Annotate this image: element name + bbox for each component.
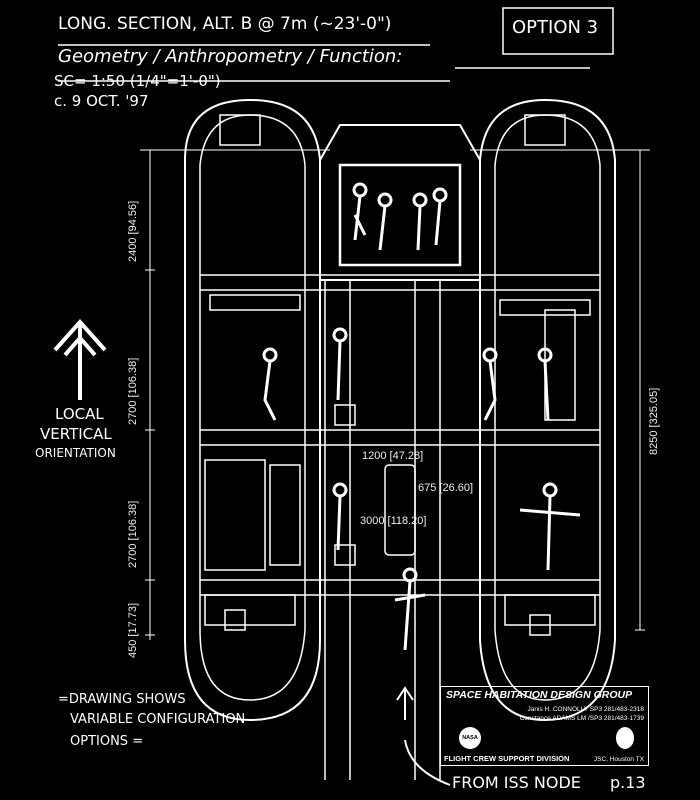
dim-left-4: 450 [17.73] [127,602,139,658]
entry-arrow-icon [396,686,451,786]
person-1: Janis H. CONNOLLY SP3 281/483-2318 [527,706,644,713]
central-tunnel [324,280,441,780]
note-line1: =DRAWING SHOWS [58,692,186,707]
scale-note: SC= 1:50 (1/4"=1'-0") [54,72,221,90]
storage-marks [224,404,551,636]
left-pod-outline [184,98,321,722]
up-arrow-icon [53,318,107,400]
right-pod-outline [479,98,616,722]
cabinets [204,114,596,626]
division-name: FLIGHT CREW SUPPORT DIVISION [444,754,570,763]
note-line3: OPTIONS = [70,734,144,749]
dim-right: 8250 [325.05] [648,387,660,455]
title-block: SPACE HABITATION DESIGN GROUP Janis H. C… [440,686,649,766]
dim-left-3: 2700 [106.38] [127,500,139,568]
human-figures [262,182,581,651]
option-box [502,7,614,55]
central-chamber [338,163,462,267]
central-module [319,124,481,281]
left-pod-inner [199,114,306,701]
jsc-logo-icon [616,727,634,749]
note-line2: VARIABLE CONFIGURATION [70,712,246,727]
dim-left-1: 2400 [94.56] [127,200,139,262]
dim-left-2: 2700 [106.38] [127,357,139,425]
orientation-line3: ORIENTATION [35,446,116,460]
nasa-logo: NASA [459,727,481,749]
option-label: OPTION 3 [512,17,599,38]
drawing-title: LONG. SECTION, ALT. B @ 7m (~23'-0") [58,14,392,34]
page-number: p.13 [610,773,646,792]
date-note: c. 9 OCT. '97 [54,92,149,110]
orientation-line1: LOCAL [55,405,104,423]
person-2: Constance ADAMS LM /SP3 281/483-1739 [519,715,644,722]
drawing-subtitle: Geometry / Anthropometry / Function: [58,46,403,67]
location: JSC, Houston TX [593,756,644,763]
dim-center-3: 3000 [118.20] [360,515,427,527]
orientation-line2: VERTICAL [40,425,112,443]
group-name: SPACE HABITATION DESIGN GROUP [446,689,633,701]
dim-center-2: 675 [26.60] [418,482,474,494]
floor-lines [200,274,600,596]
from-node-label: FROM ISS NODE [452,773,581,792]
dim-center-1: 1200 [47.28] [362,450,424,462]
dimension-ticks [145,269,645,636]
title-underline [58,44,590,82]
grid-lines [140,149,650,640]
right-pod-inner [494,114,601,701]
